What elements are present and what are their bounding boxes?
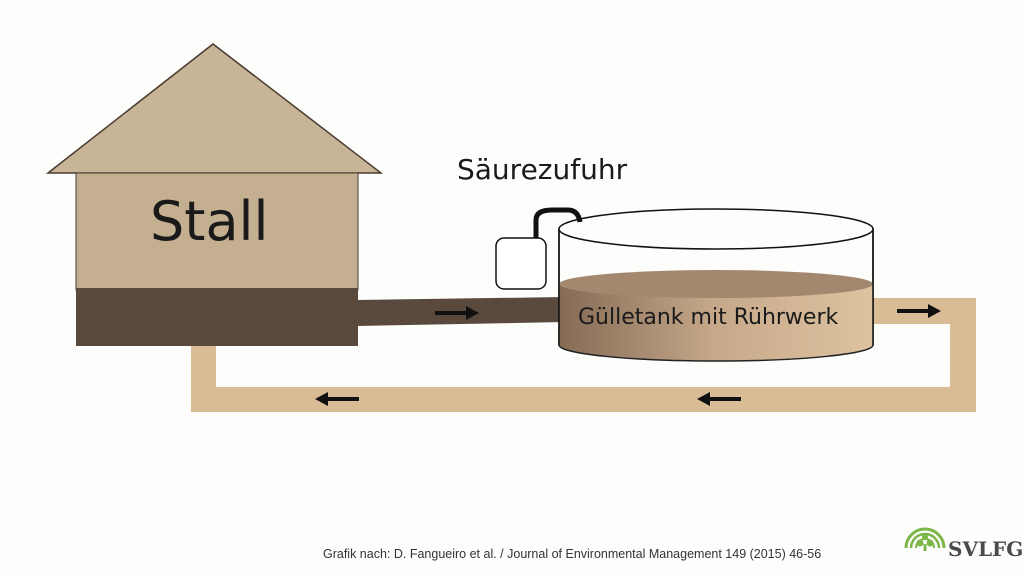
acid-hose bbox=[533, 207, 583, 238]
tank-label: Gülletank mit Rührwerk bbox=[578, 305, 839, 330]
logo-text: SVLFG bbox=[948, 537, 1024, 561]
acid-canister bbox=[495, 237, 547, 290]
stall-roof bbox=[45, 43, 384, 174]
slurry-pit bbox=[76, 288, 358, 346]
tank-top bbox=[558, 208, 874, 250]
liquid-surface bbox=[559, 270, 873, 298]
left-arrow bbox=[315, 392, 359, 406]
acid-supply-label: Säurezufuhr bbox=[457, 153, 628, 186]
stall-label: Stall bbox=[150, 190, 269, 253]
left-arrow bbox=[697, 392, 741, 406]
stall-wall bbox=[75, 172, 359, 291]
svlfg-logo-icon bbox=[904, 527, 946, 551]
source-citation: Grafik nach: D. Fangueiro et al. / Journ… bbox=[323, 547, 822, 561]
right-arrow bbox=[897, 304, 941, 318]
tank-liquid bbox=[559, 284, 873, 361]
right-arrow bbox=[435, 306, 479, 320]
